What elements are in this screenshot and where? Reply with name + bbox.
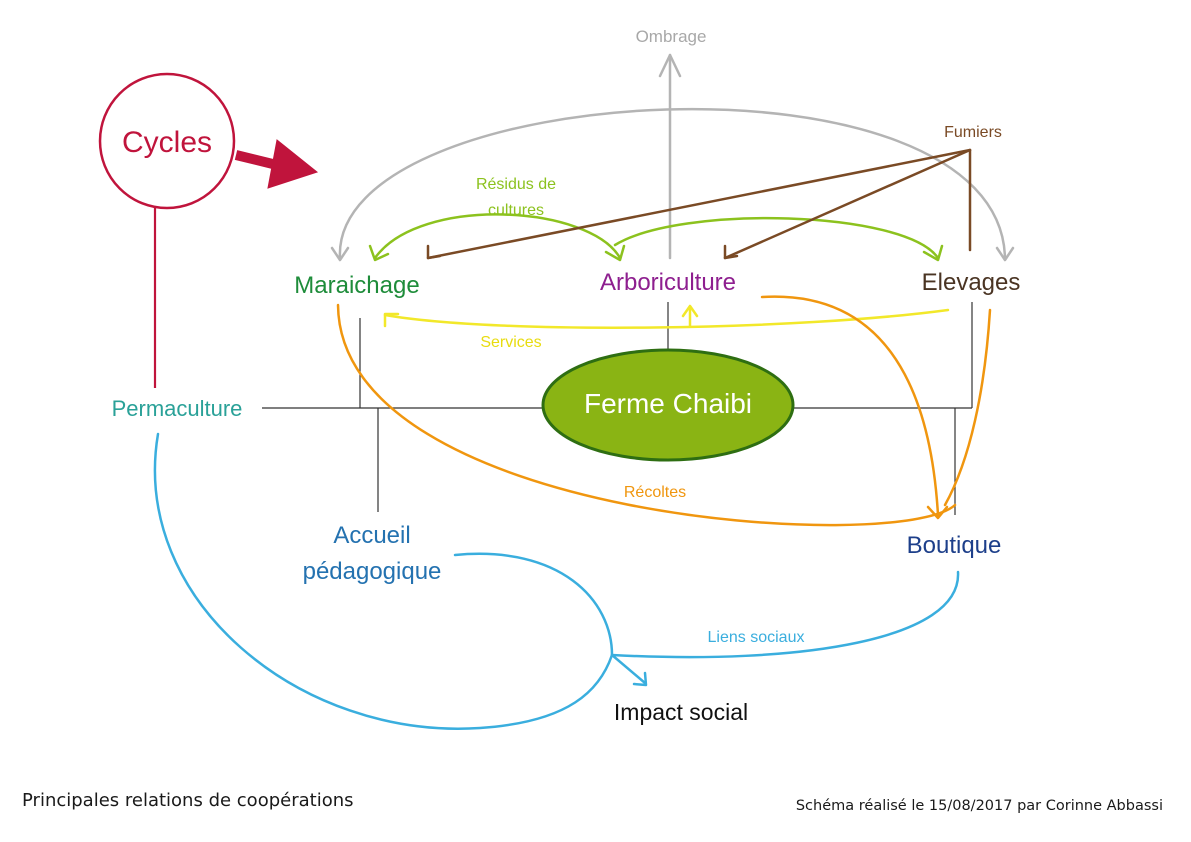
fumiers-arrow-arboriculture bbox=[723, 244, 739, 260]
liens-to-impact bbox=[610, 653, 647, 685]
residus-arrow-mid bbox=[604, 244, 626, 262]
ferme-node-ellipse bbox=[541, 348, 795, 462]
ombrage-arc bbox=[338, 107, 1007, 260]
recoltes-label: Récoltes bbox=[624, 484, 686, 501]
diagram-caption: Principales relations de coopérations bbox=[22, 790, 354, 811]
author-credit: Schéma réalisé le 15/08/2017 par Corinne… bbox=[795, 798, 1163, 814]
residus-arrow-right bbox=[922, 244, 944, 262]
accueil-label-line2: pédagogique bbox=[303, 558, 442, 585]
liens-flow bbox=[153, 432, 960, 730]
liens-arc-permaculture bbox=[153, 432, 614, 730]
cycles-arrow-head bbox=[267, 139, 319, 189]
recoltes-flow bbox=[336, 295, 992, 527]
residus-flow bbox=[368, 213, 944, 262]
permaculture-label: Permaculture bbox=[112, 396, 243, 421]
services-arrow-left bbox=[383, 312, 400, 328]
residus-label-line1: Résidus de bbox=[476, 176, 556, 193]
impact-label: Impact social bbox=[614, 699, 748, 725]
liens-arc-boutique bbox=[610, 570, 960, 659]
ombrage-flow bbox=[330, 53, 1015, 262]
liens-arrow-impact bbox=[632, 671, 648, 687]
residus-arrow-left bbox=[368, 244, 390, 262]
maraichage-label: Maraichage bbox=[294, 272, 419, 299]
cycles-node-circle bbox=[98, 72, 236, 210]
services-flow bbox=[383, 304, 950, 329]
ombrage-label: Ombrage bbox=[636, 27, 707, 46]
services-arc bbox=[383, 308, 950, 329]
fumiers-to-arboriculture bbox=[723, 148, 972, 260]
residus-arc-left bbox=[373, 213, 622, 260]
liens-arc-accueil bbox=[453, 552, 614, 657]
residus-arc-right bbox=[613, 216, 940, 260]
arboriculture-label: Arboriculture bbox=[600, 269, 736, 296]
boutique-label: Boutique bbox=[907, 532, 1002, 559]
services-arrow-up bbox=[681, 304, 699, 318]
residus-label-line2: cultures bbox=[488, 202, 544, 219]
cycles-label: Cycles bbox=[122, 126, 212, 159]
recoltes-arc-arboriculture bbox=[760, 295, 940, 517]
ombrage-arrow-left bbox=[330, 246, 350, 262]
liens-label: Liens sociaux bbox=[708, 629, 805, 646]
services-label: Services bbox=[480, 334, 541, 351]
cycles-arrow bbox=[234, 139, 319, 189]
fumiers-flow bbox=[426, 148, 972, 260]
accueil-label-line1: Accueil bbox=[333, 522, 410, 549]
elevages-label: Elevages bbox=[922, 269, 1021, 296]
fumiers-to-maraichage bbox=[426, 148, 972, 260]
fumiers-arrow-maraichage bbox=[426, 244, 442, 260]
ferme-label: Ferme Chaibi bbox=[584, 388, 752, 419]
ombrage-arrow-top bbox=[658, 53, 682, 78]
recoltes-arc-maraichage bbox=[336, 303, 957, 527]
recoltes-arc-elevages bbox=[943, 308, 992, 507]
fumiers-label: Fumiers bbox=[944, 124, 1002, 141]
ombrage-arrow-right bbox=[995, 246, 1015, 262]
recoltes-arrow-boutique bbox=[926, 505, 949, 520]
